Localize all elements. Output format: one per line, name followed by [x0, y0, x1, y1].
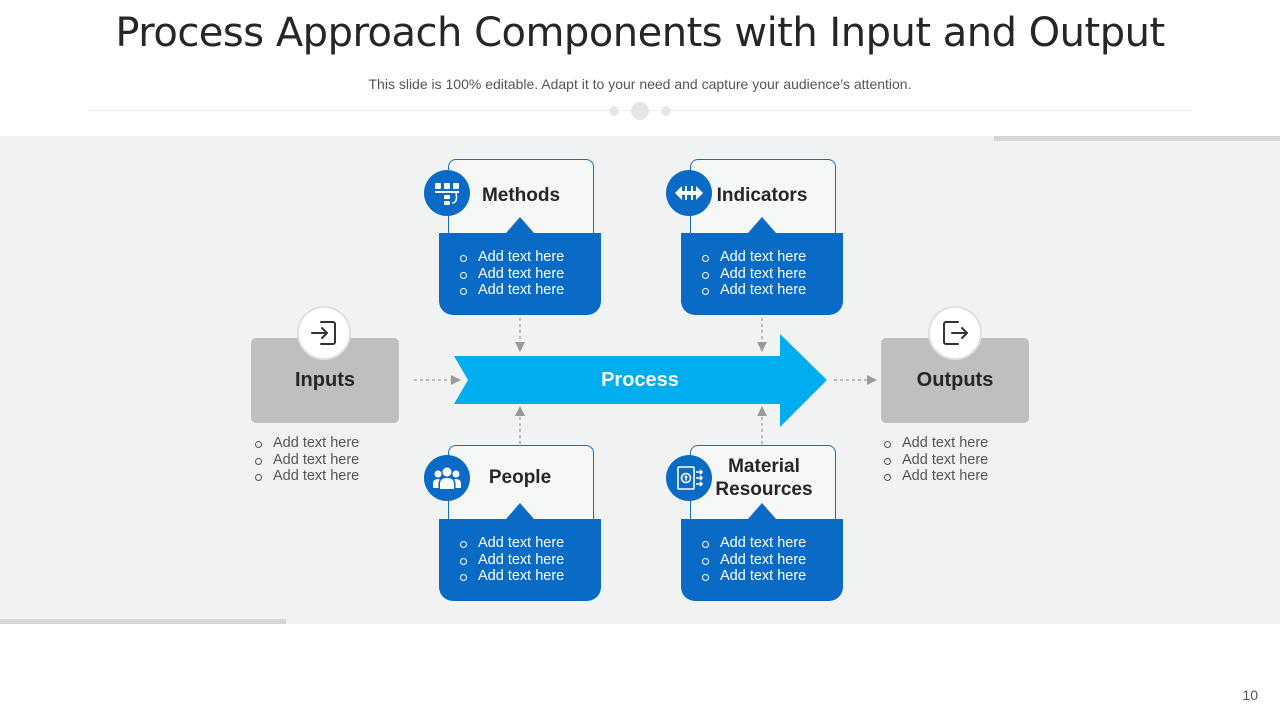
accent-bar-bottom — [0, 619, 286, 624]
login-icon — [297, 306, 351, 360]
divider-dot-right — [661, 106, 671, 116]
list-item: Add text here — [700, 282, 806, 299]
list-item: Add text here — [700, 568, 806, 585]
slide-title: Process Approach Components with Input a… — [115, 10, 1165, 56]
page-number: 10 — [1242, 687, 1258, 703]
resources-icon — [666, 455, 712, 501]
list-item: Add text here — [253, 452, 359, 469]
people-group-icon — [424, 455, 470, 501]
list-item: Add text here — [458, 568, 564, 585]
resources-list: Add text here Add text here Add text her… — [700, 535, 806, 585]
inputs-box: Inputs — [251, 338, 399, 423]
people-title: People — [488, 467, 552, 488]
divider-dot-center — [631, 102, 649, 120]
methods-card-notch — [506, 217, 534, 233]
list-item: Add text here — [700, 266, 806, 283]
list-item: Add text here — [700, 535, 806, 552]
list-item: Add text here — [700, 249, 806, 266]
people-card-notch — [506, 503, 534, 519]
list-item: Add text here — [882, 468, 988, 485]
people-list: Add text here Add text here Add text her… — [458, 535, 564, 585]
divider-dot-left — [609, 106, 619, 116]
indicators-card-notch — [748, 217, 776, 233]
list-item: Add text here — [458, 282, 564, 299]
accent-bar-top — [994, 136, 1280, 141]
resources-title-line2: Resources — [715, 479, 813, 500]
list-item: Add text here — [882, 452, 988, 469]
process-label: Process — [601, 369, 679, 391]
list-item: Add text here — [458, 266, 564, 283]
slide-subtitle: This slide is 100% editable. Adapt it to… — [368, 76, 912, 92]
methods-title: Methods — [481, 185, 561, 206]
arrows-horizontal-icon — [666, 170, 712, 216]
list-item: Add text here — [458, 552, 564, 569]
resources-title: Material Resources — [708, 455, 820, 501]
list-item: Add text here — [458, 249, 564, 266]
indicators-list: Add text here Add text here Add text her… — [700, 249, 806, 299]
process-arrow — [454, 334, 827, 427]
flowchart-icon — [424, 170, 470, 216]
inputs-label: Inputs — [295, 369, 355, 391]
list-item: Add text here — [700, 552, 806, 569]
methods-list: Add text here Add text here Add text her… — [458, 249, 564, 299]
indicators-title: Indicators — [716, 185, 808, 206]
logout-icon — [928, 306, 982, 360]
resources-card-notch — [748, 503, 776, 519]
outputs-label: Outputs — [916, 369, 994, 391]
list-item: Add text here — [882, 435, 988, 452]
resources-title-line1: Material — [728, 456, 800, 477]
inputs-list: Add text here Add text here Add text her… — [253, 435, 359, 485]
list-item: Add text here — [253, 435, 359, 452]
list-item: Add text here — [253, 468, 359, 485]
outputs-list: Add text here Add text here Add text her… — [882, 435, 988, 485]
list-item: Add text here — [458, 535, 564, 552]
